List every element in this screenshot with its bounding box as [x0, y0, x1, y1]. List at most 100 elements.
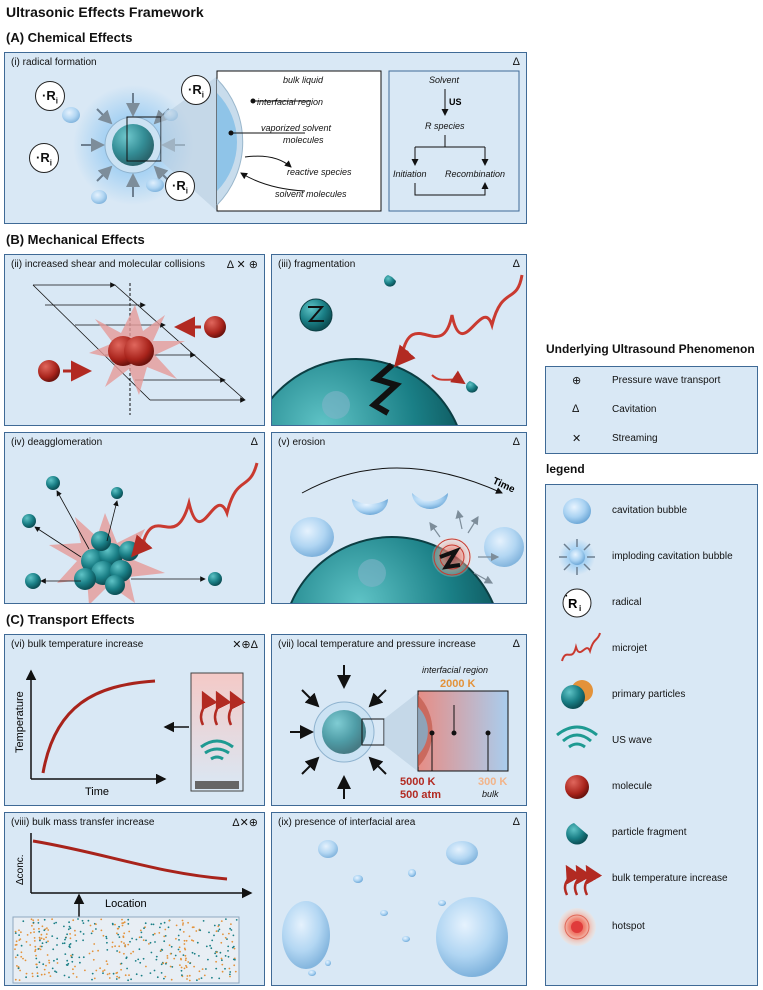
particle-dot	[22, 957, 24, 960]
particle-dot	[33, 937, 36, 939]
particle-dot	[215, 955, 218, 958]
particle-dot	[64, 953, 67, 955]
particle-dot	[117, 927, 120, 930]
particle-dot	[72, 972, 75, 975]
particle-dot	[65, 964, 68, 966]
particle-dot	[87, 919, 90, 922]
particle-dot	[54, 970, 56, 973]
flow-us: US	[449, 97, 462, 107]
particle-dot	[229, 973, 231, 976]
y-axis-label: Δconc.	[15, 854, 26, 885]
particle-dot	[31, 975, 34, 978]
primary-particles-icon	[561, 680, 593, 709]
particle-dot	[183, 943, 186, 945]
streaming-symbol: ✕	[572, 433, 582, 445]
particle-dot	[63, 974, 66, 977]
particle-dot	[123, 942, 125, 944]
particle-dot	[105, 937, 108, 940]
particle-dot	[105, 960, 108, 963]
particle-dot	[106, 963, 109, 965]
particle-dot	[235, 919, 238, 921]
particle-dot	[188, 974, 191, 977]
particle-dot	[41, 942, 44, 945]
phenomenon-item: ⊕ Pressure wave transport	[572, 375, 721, 387]
particle-dot	[97, 949, 99, 952]
particle-dot	[158, 932, 161, 934]
legend-item: molecule	[546, 767, 757, 807]
phenomenon-item: ✕ Streaming	[572, 433, 658, 445]
particle-dot	[37, 919, 40, 921]
particle-dot	[14, 944, 17, 946]
particle-dot	[90, 932, 93, 935]
particle-dot	[209, 944, 212, 947]
particle-dot	[232, 934, 235, 937]
particle-dot	[131, 937, 133, 940]
particle-dot	[173, 957, 176, 960]
particle-dot	[198, 955, 200, 957]
particle-dot	[55, 921, 57, 924]
particle-dot	[187, 921, 190, 924]
particle-dot	[215, 967, 218, 970]
svg-text:i: i	[579, 604, 581, 613]
particle-dot	[69, 937, 72, 940]
zoom-label: reactive species	[287, 167, 352, 177]
particle-dot	[124, 974, 127, 977]
cavitation-symbol: Δ	[572, 403, 580, 415]
particle-dot	[64, 938, 66, 941]
particle-dot	[93, 943, 96, 945]
particle-dot	[132, 950, 135, 953]
panel-shear-collisions: (ii) increased shear and molecular colli…	[4, 254, 265, 426]
particle-dot	[64, 936, 67, 939]
particle-dot	[222, 933, 224, 936]
particle-dot	[121, 924, 124, 927]
particle-dot	[135, 938, 138, 941]
particle-dot	[183, 967, 186, 970]
legend-item: primary particles	[546, 675, 757, 715]
particle-dot	[128, 974, 130, 976]
particle-dot	[127, 918, 130, 921]
flow-recombination: Recombination	[445, 169, 505, 179]
particle-dot	[123, 952, 125, 955]
particle-dot	[228, 967, 231, 970]
particle-dot	[200, 977, 203, 979]
particle-dot	[171, 966, 174, 968]
particle-dot	[163, 977, 165, 980]
particle-dot	[91, 950, 94, 953]
x-axis-label: Location	[105, 898, 147, 910]
particle-dot	[45, 964, 47, 967]
particle-dot	[152, 923, 155, 926]
particle-dot	[166, 957, 169, 959]
phenomenon-symbol: ✕⊕Δ	[232, 639, 258, 651]
legend-item: microjet	[546, 629, 757, 669]
particle-dot	[82, 933, 85, 935]
x-axis-label: Time	[85, 786, 109, 798]
particle-dot	[56, 937, 59, 940]
particle-dot	[52, 948, 55, 951]
particle-dot	[71, 953, 74, 956]
particle-dot	[66, 933, 68, 936]
particle-dot	[139, 961, 142, 964]
particle-dot	[43, 929, 46, 932]
flow-solvent: Solvent	[429, 75, 460, 85]
particle-dot	[220, 957, 223, 960]
particle-dot	[181, 974, 183, 977]
particle-dot	[148, 943, 150, 945]
particle-dot	[227, 945, 230, 948]
particle-dot	[130, 952, 132, 955]
particle-dot	[163, 921, 166, 924]
particle-dot	[74, 934, 77, 936]
particle-dot	[39, 939, 41, 942]
particle-dot	[116, 932, 118, 935]
particle-dot	[38, 930, 41, 933]
particle-dot	[149, 941, 152, 944]
particle-dot	[207, 958, 209, 961]
particle-dot	[153, 932, 156, 935]
particle-dot	[112, 972, 115, 975]
particle-dot	[47, 929, 50, 931]
particle-dot	[118, 976, 120, 979]
particle-dot	[70, 954, 72, 957]
phenomenon-symbol: Δ	[250, 436, 258, 448]
flow-r-species: R species	[425, 121, 465, 131]
particle-dot	[31, 924, 33, 927]
particle-dot	[182, 924, 184, 926]
